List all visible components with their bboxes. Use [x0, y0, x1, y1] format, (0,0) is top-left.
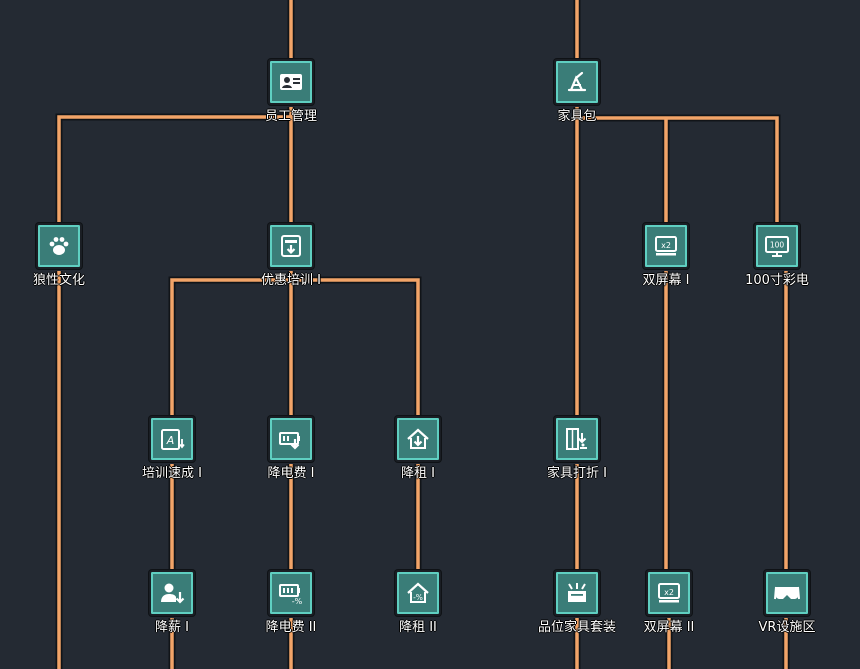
svg-text:-%: -% [413, 593, 423, 602]
training-discount-icon [268, 223, 314, 269]
node-label: 品位家具套装 [537, 620, 616, 635]
node-label: 降电费 II [265, 620, 317, 635]
paw-icon [36, 223, 82, 269]
node-rent-cut-1[interactable]: 降租 I [343, 416, 493, 482]
node-speed-training-1[interactable]: A 培训速成 I [97, 416, 247, 482]
node-label: 狼性文化 [32, 273, 85, 288]
node-label: 100寸彩电 [745, 273, 809, 288]
node-dual-screen-1[interactable]: x2 双屏幕 I [591, 223, 741, 289]
connector-line [291, 278, 420, 416]
node-discount-training-1[interactable]: 优惠培训 I [216, 223, 366, 289]
battery-down-icon [268, 416, 314, 462]
vr-headset-icon [764, 570, 810, 616]
node-salary-cut-1[interactable]: 降薪 I [97, 570, 247, 636]
node-color-tv-100[interactable]: 100 100寸彩电 [702, 223, 852, 289]
dual-screen-icon: x2 [643, 223, 689, 269]
salary-down-icon [149, 570, 195, 616]
node-furniture-pack[interactable]: 家具包 [502, 59, 652, 125]
tv-100-icon: 100 [754, 223, 800, 269]
node-rent-cut-2[interactable]: -% 降租 II [343, 570, 493, 636]
node-staff-management[interactable]: 员工管理 [216, 59, 366, 125]
svg-text:x2: x2 [661, 241, 671, 250]
node-label: 双屏幕 II [643, 620, 695, 635]
svg-text:x2: x2 [664, 588, 674, 597]
node-label: 员工管理 [264, 109, 317, 124]
connector-line [57, 115, 291, 223]
connector-line [170, 278, 291, 416]
svg-text:100: 100 [770, 241, 785, 250]
connector-outline [577, 114, 781, 223]
node-vr-facility[interactable]: VR设施区 [712, 570, 860, 636]
node-label: 家具打折 I [547, 466, 607, 481]
connector-outline [291, 276, 422, 416]
node-label: 降电费 I [267, 466, 315, 481]
connector-line [577, 116, 779, 223]
node-quality-furniture-set[interactable]: 品位家具套装 [502, 570, 652, 636]
node-label: VR设施区 [758, 620, 816, 635]
house-down-icon [395, 416, 441, 462]
node-label: 降薪 I [155, 620, 189, 635]
svg-text:-%: -% [292, 597, 303, 606]
node-label: 降租 II [399, 620, 437, 635]
node-electricity-cut-1[interactable]: 降电费 I [216, 416, 366, 482]
dual-screen-icon: x2 [646, 570, 692, 616]
connector-outline [168, 276, 291, 416]
battery-percent-icon: -% [268, 570, 314, 616]
node-dual-screen-2[interactable]: x2 双屏幕 II [594, 570, 744, 636]
house-percent-icon: -% [395, 570, 441, 616]
id-card-icon [268, 59, 314, 105]
furniture-set-icon [554, 570, 600, 616]
svg-text:A: A [166, 434, 175, 447]
furniture-discount-icon [554, 416, 600, 462]
node-label: 双屏幕 I [642, 273, 690, 288]
node-electricity-cut-2[interactable]: -% 降电费 II [216, 570, 366, 636]
furniture-icon [554, 59, 600, 105]
node-label: 优惠培训 I [261, 273, 321, 288]
connector-outline [55, 113, 291, 223]
node-furniture-discount-1[interactable]: 家具打折 I [502, 416, 652, 482]
node-label: 培训速成 I [142, 466, 202, 481]
speed-training-icon: A [149, 416, 195, 462]
node-wolf-culture[interactable]: 狼性文化 [0, 223, 134, 289]
node-label: 家具包 [557, 109, 597, 124]
node-label: 降租 I [401, 466, 435, 481]
